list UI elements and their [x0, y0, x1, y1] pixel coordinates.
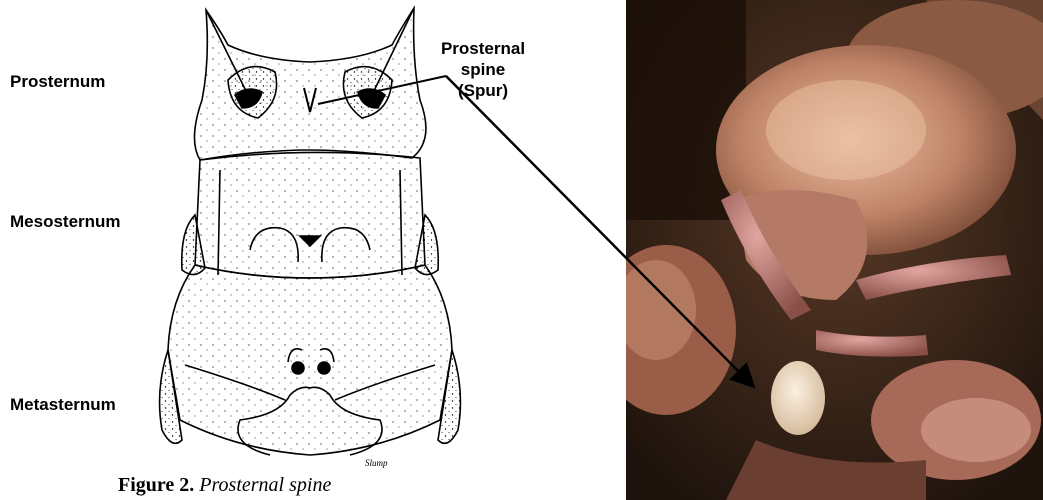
- caption-text: Prosternal spine: [194, 474, 331, 496]
- figure-number: Figure 2.: [118, 474, 194, 496]
- metasternum-label: Metasternum: [10, 395, 116, 415]
- mesosternum-plate: [195, 152, 425, 278]
- metasternum-plate: [168, 265, 452, 455]
- prosternal-spine-photo: [771, 361, 825, 435]
- figure-caption: Figure 2. Prosternal spine: [118, 474, 331, 497]
- mesosternum-label: Mesosternum: [10, 212, 121, 232]
- scorpion-underside-photo: [626, 0, 1043, 500]
- sternum-illustration: Slump: [150, 0, 470, 475]
- artist-signature: Slump: [365, 458, 388, 468]
- prosternum-label: Prosternum: [10, 72, 105, 92]
